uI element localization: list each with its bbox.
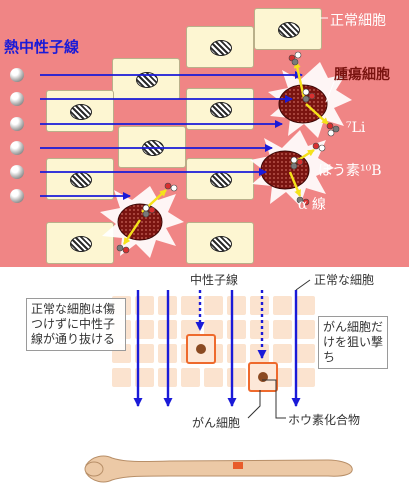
label-pointers <box>247 279 311 419</box>
normal-cell <box>186 222 254 264</box>
grid-cell <box>273 296 292 315</box>
grid-cell <box>296 320 315 339</box>
grid-cell <box>296 296 315 315</box>
normal-cell-label: 正常な細胞 <box>314 273 375 287</box>
normal-cell-explanation: 正常な細胞は傷つけずに中性子線が通り抜ける <box>26 298 126 351</box>
boron-compound-dot <box>196 344 206 354</box>
grid-cell <box>135 368 154 387</box>
normal-cell <box>46 158 114 200</box>
grid-cell <box>273 320 292 339</box>
grid-cell <box>181 368 200 387</box>
grid-cell <box>250 296 269 315</box>
cell-nucleus <box>136 72 158 88</box>
neutron-ray-label: 中性子線 <box>190 273 239 287</box>
thermal-neutron-label: 熱中性子線 <box>4 38 80 56</box>
grid-cell <box>135 344 154 363</box>
normal-cell-label: 正常細胞 <box>330 13 386 29</box>
neutron-source-ball <box>10 68 24 82</box>
grid-cell <box>273 344 292 363</box>
cell-nucleus <box>70 236 92 252</box>
neutron-source-ball <box>10 92 24 106</box>
alpha-ray-label: α 線 <box>298 197 326 213</box>
cell-nucleus <box>210 40 232 56</box>
neutron-source-ball <box>10 117 24 131</box>
patient-silhouette <box>84 455 353 483</box>
neutron-source-ball <box>10 189 24 203</box>
top-overlay <box>40 17 352 258</box>
grid-cell <box>112 368 131 387</box>
grid-cell <box>181 296 200 315</box>
grid-cell <box>204 368 223 387</box>
grid-cell <box>296 344 315 363</box>
neutron-source-ball <box>10 141 24 155</box>
grid-cell <box>135 296 154 315</box>
normal-cell <box>46 222 114 264</box>
neutron-source-ball <box>10 165 24 179</box>
cell-nucleus <box>210 236 232 252</box>
cell-grid <box>112 296 318 390</box>
cell-nucleus <box>210 102 232 118</box>
grid-cell <box>296 368 315 387</box>
normal-cell <box>186 88 254 130</box>
cancer-cell-target <box>248 362 278 392</box>
normal-cell <box>46 90 114 132</box>
lithium-label: ⁷Li <box>346 120 366 136</box>
grid-cell <box>135 320 154 339</box>
cell-nucleus <box>70 104 92 120</box>
top-panel: 熱中性子線 正常細胞 腫瘍細胞 ⁷Li ほう素¹⁰B α 線 <box>0 0 409 267</box>
treatment-area <box>233 462 243 469</box>
normal-cell <box>186 158 254 200</box>
boron-compound-dot <box>258 372 268 382</box>
cell-nucleus <box>278 22 300 38</box>
grid-cell <box>204 296 223 315</box>
normal-cell <box>186 26 254 68</box>
normal-cell <box>254 8 322 50</box>
bottom-overlay <box>84 279 353 483</box>
particle-clusters <box>116 51 340 254</box>
cancer-cell-explanation: がん細胞だけを狙い撃ち <box>318 316 388 369</box>
cancer-cell-label: がん細胞 <box>192 416 241 430</box>
grid-cell <box>250 320 269 339</box>
neutron-beam-arrows <box>133 290 301 407</box>
boron-label: ほう素¹⁰B <box>318 163 382 179</box>
cell-nucleus <box>210 172 232 188</box>
cancer-cell-target <box>186 334 216 364</box>
neutron-beam-arrows <box>40 71 303 200</box>
label-connectors <box>320 17 335 103</box>
tumor-cell-label: 腫瘍細胞 <box>334 67 390 83</box>
boron-compound-label: ホウ素化合物 <box>288 413 361 427</box>
bottom-panel: 中性子線 正常な細胞 正常な細胞は傷つけずに中性子線が通り抜ける がん細胞だけを… <box>0 268 409 489</box>
